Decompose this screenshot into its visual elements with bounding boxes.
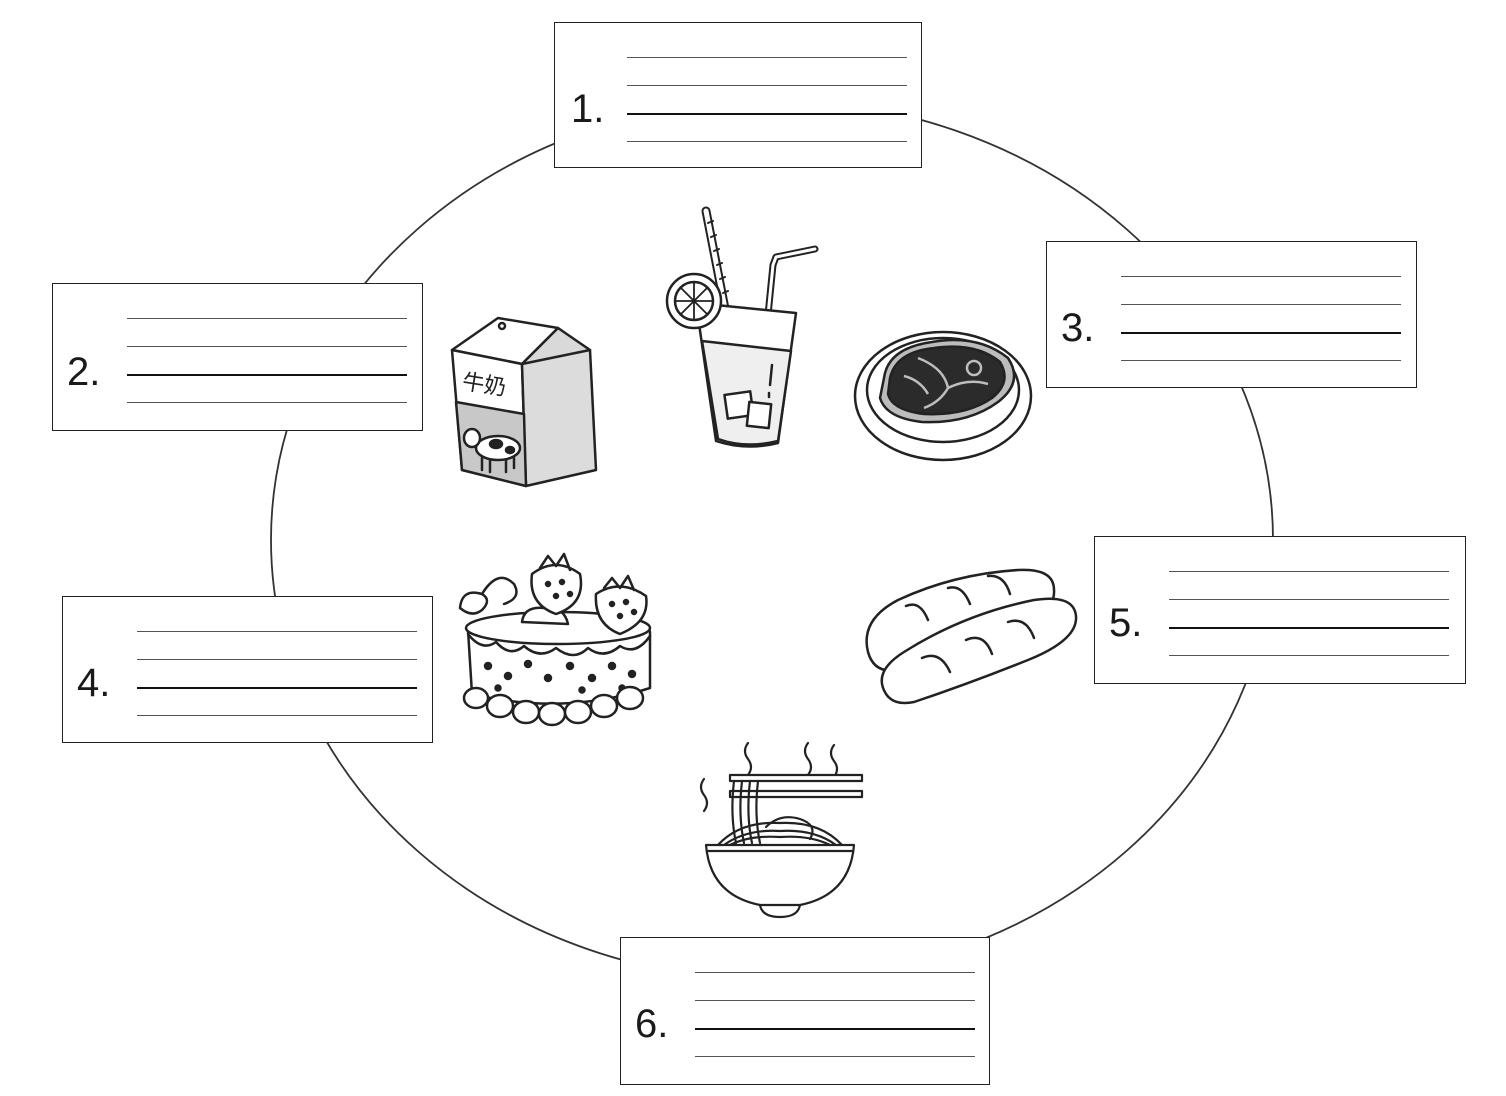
writing-line-6[interactable] [695, 1028, 975, 1030]
answer-box-3[interactable]: 3. [1046, 241, 1417, 388]
juice-glass-icon [665, 206, 819, 448]
writing-line-1[interactable] [627, 113, 907, 115]
steak-plate-icon [853, 330, 1033, 462]
writing-line-3[interactable] [1121, 332, 1401, 334]
writing-line-2[interactable] [127, 374, 407, 376]
guide-line [627, 85, 907, 86]
guide-line [127, 346, 407, 347]
bread-loaves-icon [865, 568, 1078, 705]
answer-number-3: 3. [1061, 306, 1095, 350]
guide-line [1121, 304, 1401, 305]
guide-line [137, 715, 417, 716]
answer-box-1[interactable]: 1. [554, 22, 922, 168]
guide-line [137, 631, 417, 632]
answer-number-1: 1. [571, 87, 605, 131]
answer-box-2[interactable]: 2. [52, 283, 423, 431]
answer-number-4: 4. [77, 661, 111, 705]
guide-line [695, 972, 975, 973]
guide-line [137, 659, 417, 660]
strawberry-cake-icon [458, 552, 652, 727]
guide-line [1169, 655, 1449, 656]
guide-line [627, 57, 907, 58]
guide-line [1121, 360, 1401, 361]
guide-line [1121, 276, 1401, 277]
writing-line-4[interactable] [137, 687, 417, 689]
milk-carton-icon: 牛奶 [450, 316, 598, 488]
answer-box-6[interactable]: 6. [620, 937, 990, 1085]
guide-line [627, 141, 907, 142]
guide-line [695, 1056, 975, 1057]
writing-line-5[interactable] [1169, 627, 1449, 629]
answer-number-6: 6. [635, 1002, 669, 1046]
guide-line [695, 1000, 975, 1001]
answer-box-4[interactable]: 4. [62, 596, 433, 743]
answer-number-2: 2. [67, 350, 101, 394]
guide-line [127, 402, 407, 403]
answer-box-5[interactable]: 5. [1094, 536, 1466, 684]
guide-line [1169, 599, 1449, 600]
noodle-bowl-icon [699, 741, 864, 919]
answer-number-5: 5. [1109, 601, 1143, 645]
guide-line [1169, 571, 1449, 572]
guide-line [127, 318, 407, 319]
